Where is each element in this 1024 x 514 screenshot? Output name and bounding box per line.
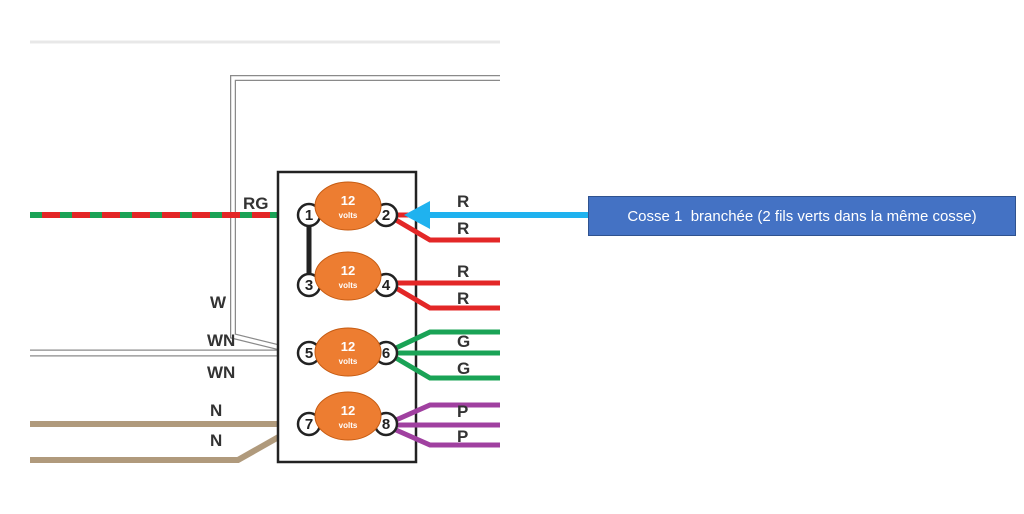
tan-wires <box>30 421 300 463</box>
label-r-2: R <box>457 219 469 238</box>
voltage-unit: volts <box>339 211 358 220</box>
terminal-1-number: 1 <box>305 207 313 224</box>
label-wn-2: WN <box>207 363 235 382</box>
label-rg: RG <box>243 194 269 213</box>
label-p-1: P <box>457 402 468 421</box>
label-wn-1: WN <box>207 331 235 350</box>
label-r-1: R <box>457 192 469 211</box>
label-g-1: G <box>457 332 470 351</box>
label-n-2: N <box>210 431 222 450</box>
callout-text: Cosse 1 branchée (2 fils verts dans la m… <box>627 207 977 225</box>
green-wires-right <box>394 329 500 381</box>
terminal-4-number: 4 <box>382 277 391 294</box>
purple-wires-right <box>394 402 500 448</box>
voltage-badge-3-4: 12 volts <box>314 251 382 301</box>
terminal-7: 7 <box>296 411 322 437</box>
terminal-2-number: 2 <box>382 207 390 224</box>
voltage-value: 12 <box>341 193 355 208</box>
voltage-badge-1-2: 12 volts <box>314 181 382 231</box>
white-wire-top-loop <box>230 75 500 355</box>
label-p-2: P <box>457 427 468 446</box>
callout-box: Cosse 1 branchée (2 fils verts dans la m… <box>588 196 1016 236</box>
voltage-badge-7-8: 12 volts <box>314 391 382 441</box>
voltage-unit: volts <box>339 357 358 366</box>
voltage-value: 12 <box>341 263 355 278</box>
label-n-1: N <box>210 401 222 420</box>
voltage-unit: volts <box>339 421 358 430</box>
terminal-6-number: 6 <box>382 345 390 362</box>
voltage-value: 12 <box>341 403 355 418</box>
label-r-3: R <box>457 262 469 281</box>
label-r-4: R <box>457 289 469 308</box>
terminal-7-number: 7 <box>305 416 313 433</box>
label-w: W <box>210 293 227 312</box>
terminal-8-number: 8 <box>382 416 390 433</box>
voltage-badge-5-6: 12 volts <box>314 327 382 377</box>
callout-arrow <box>404 201 588 229</box>
terminal-5-number: 5 <box>305 345 313 362</box>
voltage-unit: volts <box>339 281 358 290</box>
voltage-value: 12 <box>341 339 355 354</box>
label-g-2: G <box>457 359 470 378</box>
terminal-3-number: 3 <box>305 277 313 294</box>
